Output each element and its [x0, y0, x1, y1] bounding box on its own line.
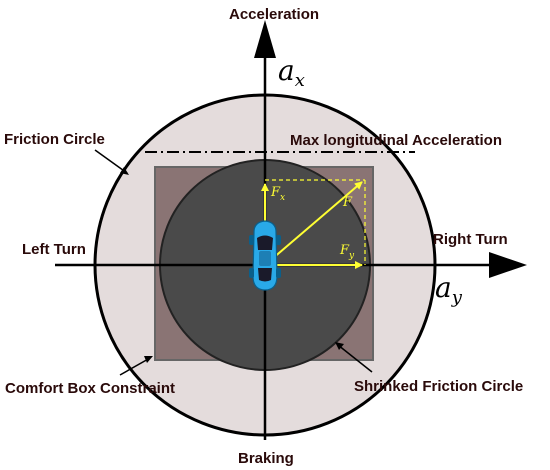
comfort-box-pointer-head: [144, 356, 153, 363]
car-icon: [249, 220, 281, 291]
f-label: F: [342, 195, 353, 210]
acceleration-label: Acceleration: [229, 6, 319, 23]
friction-circle-pointer-head: [120, 167, 129, 175]
fx-label: Fx: [270, 185, 285, 203]
comfort-box-label: Comfort Box Constraint: [5, 380, 175, 397]
friction-circle-pointer: [94, 149, 128, 174]
f-vector: [264, 181, 363, 266]
horizontal-axis-arrowhead: [489, 252, 527, 278]
vertical-axis-arrowhead: [254, 20, 276, 58]
comfort-box-pointer: [119, 357, 151, 376]
right-turn-label: Right Turn: [433, 231, 508, 248]
shrinked-circle-pointer: [337, 344, 373, 373]
ay-axis-symbol: ay: [435, 271, 463, 308]
ax-axis-symbol: ax: [278, 54, 305, 91]
friction-circle-label: Friction Circle: [4, 131, 105, 148]
shrinked-circle-pointer-head: [335, 342, 344, 350]
left-turn-label: Left Turn: [22, 241, 86, 258]
shrinked-circle-label: Shrinked Friction Circle: [354, 378, 523, 395]
fy-label: Fy: [339, 243, 355, 261]
max-longitudinal-label: Max longitudinal Acceleration: [290, 132, 502, 149]
braking-label: Braking: [238, 450, 294, 467]
